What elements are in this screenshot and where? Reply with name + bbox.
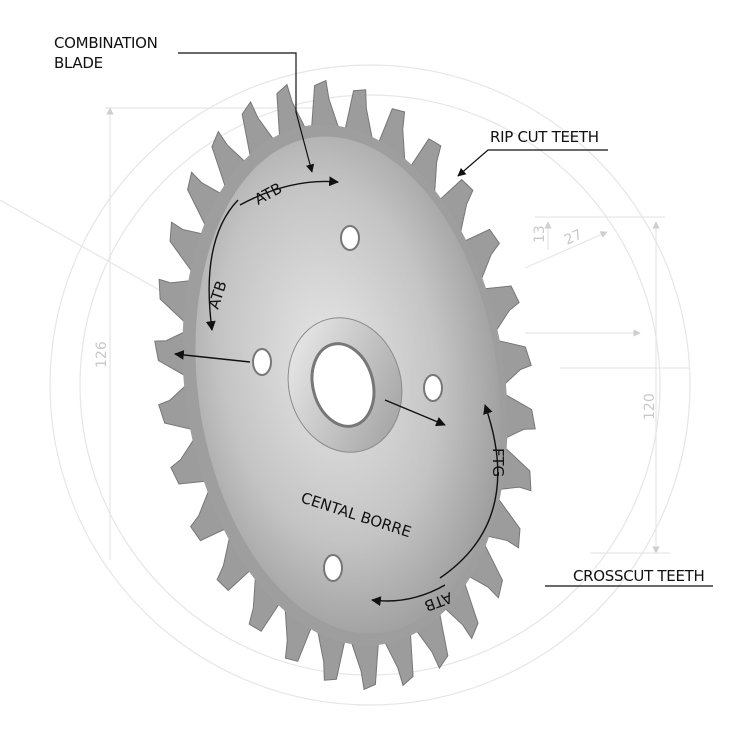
dim-label-126: 126 — [94, 341, 110, 368]
radius-arrow — [174, 350, 251, 363]
callout-leaders — [178, 52, 713, 587]
combination-blade-line1: COMBINATION — [54, 34, 158, 52]
dim-line-angle — [524, 231, 608, 269]
atb-bottom-arrow — [371, 584, 446, 607]
mount-hole-left — [252, 348, 272, 376]
sketch-circle-outer — [49, 64, 691, 706]
atb-top-arrow — [239, 176, 339, 206]
ftg-arrow — [439, 404, 499, 579]
saw-blade — [154, 79, 536, 691]
combination-blade-leader — [178, 52, 315, 173]
rip-cut-teeth-callout: RIP CUT TEETH — [490, 128, 599, 146]
crosscut-teeth-callout: CROSSCUT TEETH — [573, 567, 705, 585]
atb-left-arrow — [205, 199, 239, 331]
mount-hole-bottom — [323, 554, 343, 582]
dim-label-27: 27 — [562, 227, 585, 249]
mount-hole-right — [423, 374, 443, 402]
dim-label-120: 120 — [642, 393, 658, 420]
mount-hole-top — [340, 225, 360, 251]
blade-annotations — [174, 176, 499, 607]
rip-cut-leader — [457, 149, 608, 177]
bore-arrow — [384, 399, 446, 427]
combination-blade-line2: BLADE — [54, 54, 103, 72]
dim-label-13: 13 — [532, 225, 548, 243]
central-bore — [310, 342, 376, 428]
ftg-label: FTG — [489, 448, 507, 477]
dimension-labels: 126 120 13 27 — [94, 225, 658, 420]
combination-blade-callout: COMBINATION BLADE — [54, 33, 158, 73]
